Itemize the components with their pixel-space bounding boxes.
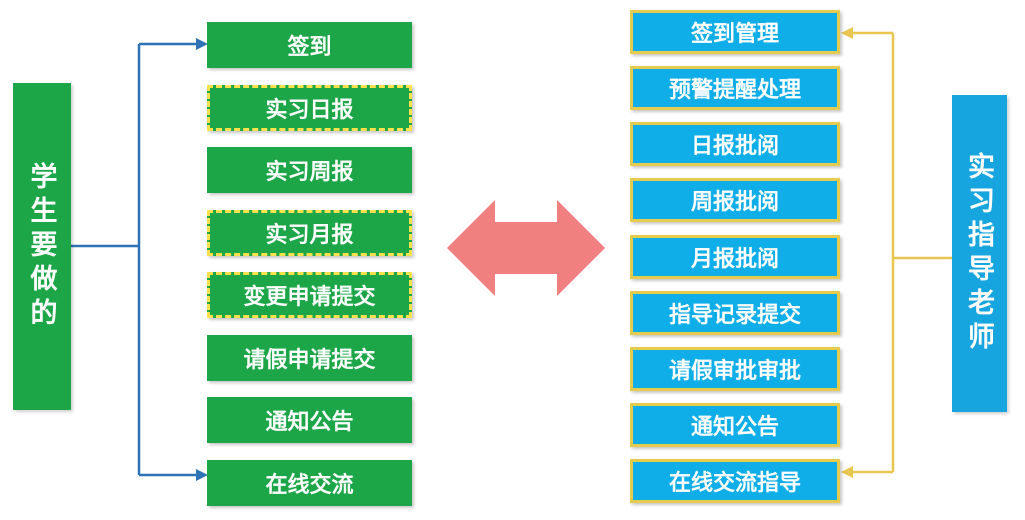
arrowhead-to-first-teacher-node (841, 27, 853, 39)
student-task-node-8: 在线交流 (207, 459, 412, 506)
student-task-column: 签到实习日报实习周报实习月报变更申请提交请假申请提交通知公告在线交流 (207, 22, 412, 506)
student-task-node-2: 实习日报 (207, 84, 412, 131)
student-connector-lines (71, 42, 197, 477)
double-arrow-icon (447, 200, 605, 296)
student-task-node-3: 实习周报 (207, 147, 412, 194)
student-task-node-7: 通知公告 (207, 397, 412, 444)
teacher-task-node-6: 指导记录提交 (630, 290, 840, 335)
student-role-label: 学生要做的 (13, 83, 71, 410)
teacher-task-node-3: 日报批阅 (630, 122, 840, 167)
teacher-task-node-7: 请假审批审批 (630, 346, 840, 391)
teacher-task-node-1: 签到管理 (630, 10, 840, 54)
teacher-connector-lines (852, 31, 952, 474)
student-task-node-4: 实习月报 (207, 209, 412, 256)
arrowhead-to-last-student-node (196, 469, 208, 481)
arrowhead-to-last-teacher-node (841, 466, 853, 478)
student-task-node-6: 请假申请提交 (207, 334, 412, 381)
teacher-task-column: 签到管理预警提醒处理日报批阅周报批阅月报批阅指导记录提交请假审批审批通知公告在线… (630, 10, 840, 503)
teacher-role-label: 实习指导老师 (952, 95, 1007, 412)
student-task-node-1: 签到 (207, 22, 412, 68)
teacher-task-node-5: 月报批阅 (630, 234, 840, 279)
arrowhead-to-first-student-node (196, 38, 208, 50)
teacher-task-node-4: 周报批阅 (630, 178, 840, 223)
teacher-task-node-9: 在线交流指导 (630, 459, 840, 503)
teacher-task-node-8: 通知公告 (630, 402, 840, 447)
teacher-task-node-2: 预警提醒处理 (630, 66, 840, 111)
student-task-node-5: 变更申请提交 (207, 272, 412, 319)
